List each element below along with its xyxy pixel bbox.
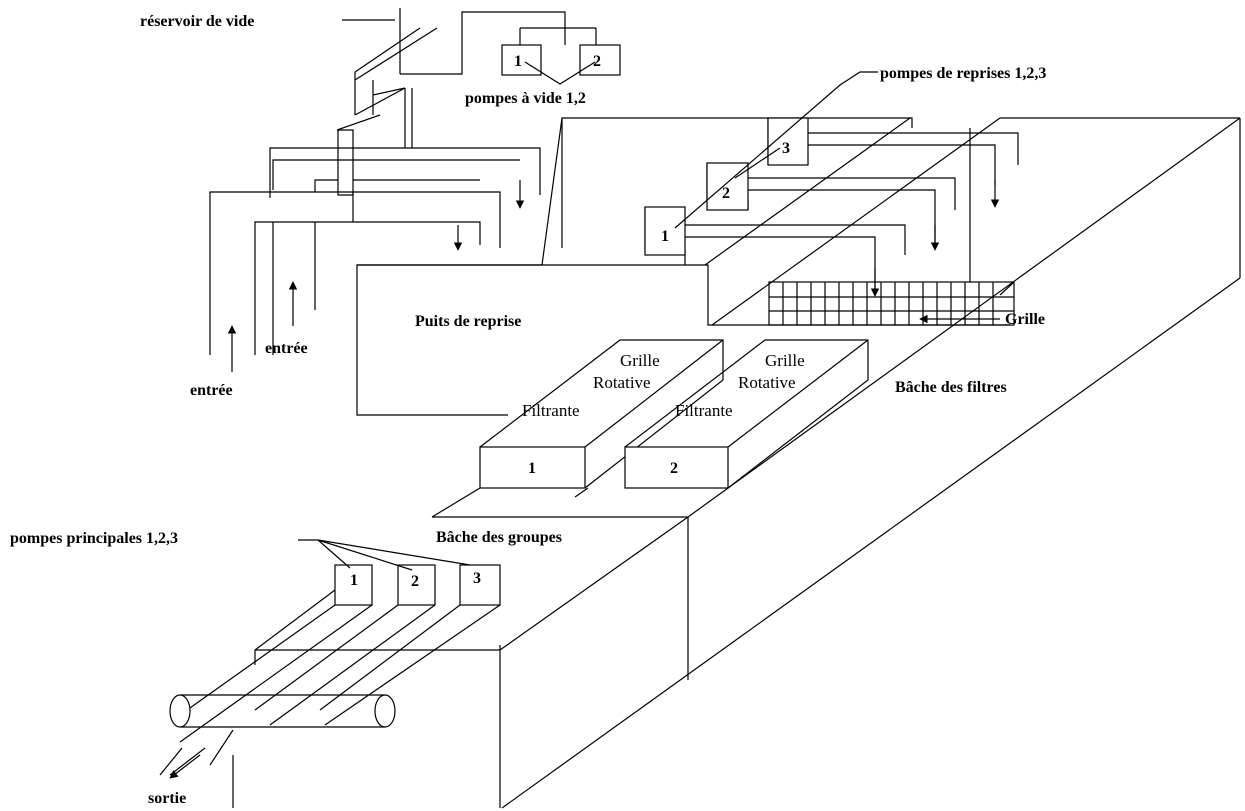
- inlet-label: entrée: [190, 382, 233, 399]
- recovery-pump-number: 2: [722, 185, 730, 202]
- rotating-screen-2-line2: Rotative: [738, 373, 796, 392]
- outlet-arrow: [170, 755, 200, 778]
- recovery-pump-pipes: [645, 118, 1018, 295]
- filter-tank-label: Bâche des filtres: [895, 379, 1007, 396]
- grid-label: Grille: [1005, 311, 1045, 328]
- main-pump-pipes: [160, 605, 500, 775]
- rotating-screen-2-line1: Grille: [765, 351, 805, 370]
- rotating-screen-2: [625, 340, 868, 488]
- recovery-pump-number: 3: [782, 140, 790, 157]
- filter-tank-channel: [502, 118, 1240, 808]
- recovery-pump-number: 1: [661, 228, 669, 245]
- inlet-label: entrée: [265, 340, 308, 357]
- rotating-screen-1-line2: Rotative: [593, 373, 651, 392]
- rotating-screen-1-line3: Filtrante: [522, 401, 580, 420]
- rotating-screen-number: 2: [670, 460, 678, 477]
- group-tank-label: Bâche des groupes: [436, 529, 562, 546]
- rotating-screen-2-line3: Filtrante: [675, 401, 733, 420]
- vacuum-pumps-label: pompes à vide 1,2: [465, 90, 586, 107]
- outlet-label: sortie: [148, 790, 186, 807]
- rotating-screen-number: 1: [528, 460, 536, 477]
- main-pumps-label: pompes principales 1,2,3: [10, 530, 178, 547]
- main-pump-number: 1: [350, 572, 358, 589]
- vacuum-pump-number: 2: [593, 53, 601, 70]
- main-pump-number: 3: [473, 570, 481, 587]
- main-pump-number: 2: [411, 573, 419, 590]
- vacuum-pump-number: 1: [514, 53, 522, 70]
- vacuum-tank-label: réservoir de vide: [140, 13, 254, 30]
- recovery-well-label: Puits de reprise: [415, 313, 521, 330]
- recovery-pumps-label: pompes de reprises 1,2,3: [880, 65, 1046, 82]
- rotating-screen-1-line1: Grille: [620, 351, 660, 370]
